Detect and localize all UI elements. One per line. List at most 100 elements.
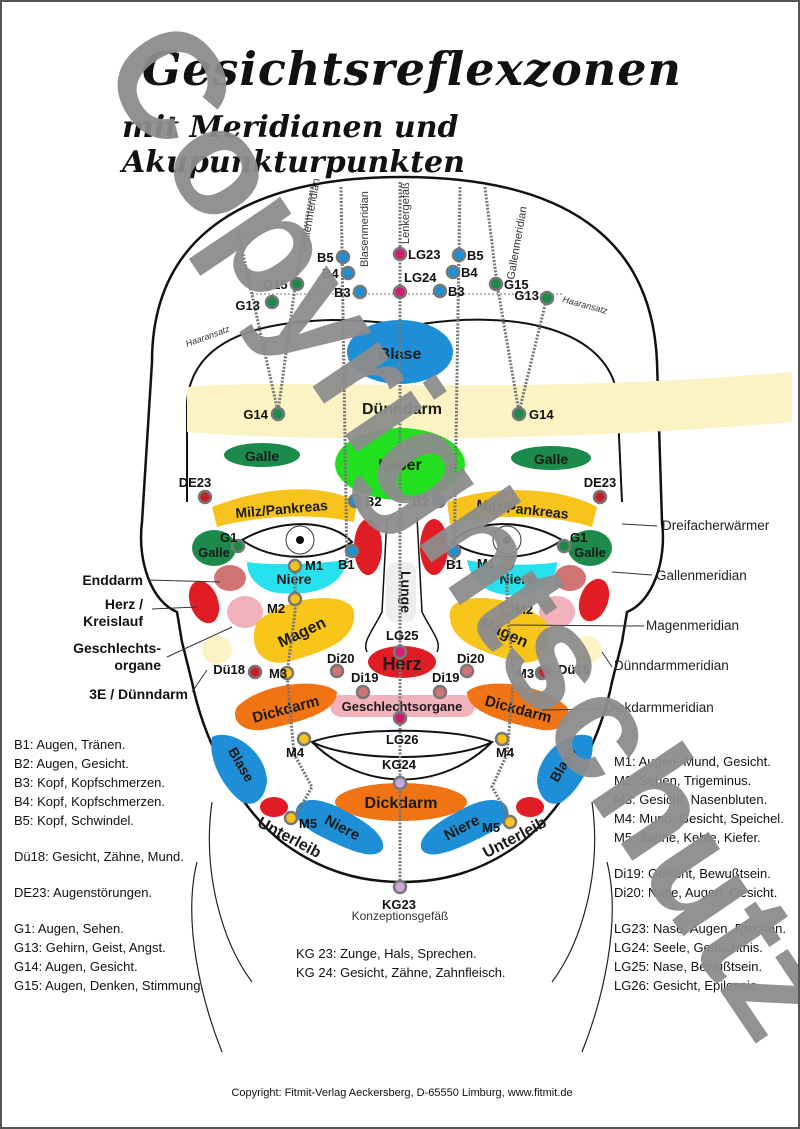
iris-left bbox=[285, 525, 315, 555]
acupoint-b2: B2 bbox=[412, 493, 447, 509]
acupoint-marker bbox=[392, 246, 408, 262]
legend-entry: LG25: Nase, Bewußtsein. bbox=[614, 959, 763, 974]
acupoint-marker bbox=[488, 276, 504, 292]
acupoint-label: LG23 bbox=[408, 247, 441, 262]
acupoint-label: Di19 bbox=[351, 670, 378, 685]
acupoint-b1: B1 bbox=[446, 543, 463, 572]
acupoint-label: B4 bbox=[461, 265, 478, 280]
acupoint-di20: Di20 bbox=[457, 651, 484, 679]
zone-label: Lunge bbox=[398, 571, 414, 613]
acupoint-g14: G14 bbox=[243, 406, 286, 422]
meridian-label: Blasenmeridian bbox=[359, 191, 371, 267]
leader-line bbox=[611, 571, 653, 576]
legend-entry: G13: Gehirn, Geist, Angst. bbox=[14, 940, 166, 955]
acupoint-marker bbox=[197, 489, 213, 505]
legend-left: B1: Augen, Tränen.B2: Augen, Gesicht.B3:… bbox=[14, 735, 204, 995]
acupoint-label: M2 bbox=[515, 602, 533, 617]
acupoint-label: M5 bbox=[299, 816, 317, 831]
acupoint-b3: B3 bbox=[432, 283, 465, 299]
acupoint-m1: M1 bbox=[287, 558, 323, 574]
acupoint-label: B4 bbox=[322, 266, 339, 281]
acupoint-marker bbox=[592, 489, 608, 505]
meridian-line bbox=[517, 296, 549, 413]
legend-spacer bbox=[14, 830, 204, 847]
zone-duenndarm-forehead bbox=[187, 372, 792, 439]
side-label-3e-duenndarm: 3E / Dünndarm bbox=[89, 686, 188, 702]
leader-line bbox=[147, 579, 221, 583]
acupoint-marker bbox=[347, 493, 363, 509]
legend-right: M1: Augen, Mund, Gesicht.M2: Sehen, Trig… bbox=[614, 752, 786, 995]
side-label-enddarm: Enddarm bbox=[82, 572, 143, 588]
acupoint-g13: G13 bbox=[514, 288, 555, 306]
legend-entry: B5: Kopf, Schwindel. bbox=[14, 813, 134, 828]
zone-milz-left bbox=[212, 489, 357, 527]
acupoint-label: G1 bbox=[220, 530, 237, 545]
acupoint-marker bbox=[344, 543, 360, 559]
zone-label: Galle bbox=[245, 448, 279, 464]
legend-entry: G1: Augen, Sehen. bbox=[14, 921, 124, 936]
acupoint-label: B2 bbox=[365, 494, 382, 509]
acupoint-marker bbox=[335, 249, 351, 265]
acupoint-m3: M3 bbox=[269, 665, 295, 681]
acupoint-g13: G13 bbox=[235, 294, 280, 313]
legend-entry: Di19: Gesicht, Bewußtsein. bbox=[614, 866, 771, 881]
acupoint-label: LG24 bbox=[404, 270, 437, 285]
acupoint-label: DE23 bbox=[584, 475, 617, 490]
acupoint-label: Di20 bbox=[327, 651, 354, 666]
acupoint-marker bbox=[329, 663, 345, 679]
side-label-gallenmeridian: Gallenmeridian bbox=[656, 568, 747, 583]
acupoint-label: B1 bbox=[446, 557, 463, 572]
acupoint-marker bbox=[279, 665, 295, 681]
zone-herz-nose-left bbox=[354, 519, 382, 575]
acupoint-marker bbox=[392, 710, 408, 726]
acupoint-b3: B3 bbox=[334, 284, 368, 300]
acupoint-label: B5 bbox=[467, 248, 484, 263]
acupoint-g1: G1 bbox=[556, 530, 587, 554]
zone-galle-g1-left bbox=[192, 530, 236, 566]
acupoint-marker bbox=[247, 664, 263, 680]
zone-label: Niere bbox=[499, 571, 534, 587]
zone-magen-right bbox=[449, 598, 551, 663]
meridian-label: Konzeptionsgefäß bbox=[352, 909, 449, 923]
acupoint-label: DE23 bbox=[179, 475, 212, 490]
acupoint-lg26: LG26 bbox=[386, 710, 419, 747]
legend-entry: Di20: Nase, Augen, Gesicht. bbox=[614, 885, 778, 900]
legend-entry: G15: Augen, Denken, Stimmung. bbox=[14, 978, 205, 993]
acupoint-label: Di19 bbox=[432, 670, 459, 685]
copyright-notice: Copyright: Fitmit-Verlag Aeckersberg, D-… bbox=[231, 1087, 573, 1099]
leader-line bbox=[621, 523, 658, 527]
acupoint-label: B1 bbox=[338, 557, 355, 572]
acupoint-lg24: LG24 bbox=[392, 270, 437, 300]
acupoint-b5: B5 bbox=[451, 247, 484, 263]
zone-unterleib-red-right bbox=[516, 797, 544, 817]
acupoint-g15: G15 bbox=[488, 276, 529, 292]
zone-label: Geschlechtsorgane bbox=[342, 699, 463, 714]
zone-geschlecht-cheek-left bbox=[227, 596, 263, 628]
acupoint-marker bbox=[392, 284, 408, 300]
acupoint-label: M1 bbox=[305, 558, 323, 573]
legend-entry: KG 24: Gesicht, Zähne, Zahnfleisch. bbox=[296, 965, 506, 980]
acupoint-marker bbox=[539, 290, 555, 306]
legend-entry: M3: Gesicht, Nasenbluten. bbox=[614, 792, 768, 807]
acupoint-label: KG24 bbox=[382, 757, 417, 772]
acupoint-label: Dü18 bbox=[213, 662, 245, 677]
leader-line bbox=[541, 708, 603, 711]
zone-galle-g1-right bbox=[568, 530, 612, 566]
acupoint-b4: B4 bbox=[445, 264, 478, 280]
acupoint-m2: M2 bbox=[499, 601, 533, 617]
acupoint-di20: Di20 bbox=[327, 651, 354, 679]
zone-niere-left bbox=[247, 560, 347, 594]
zone-label: Niere bbox=[276, 571, 311, 587]
legend-spacer bbox=[614, 847, 786, 864]
zone-label: Dickdarm bbox=[365, 795, 438, 812]
zone-label: Dünndarm bbox=[362, 401, 442, 418]
zone-label: Galle bbox=[198, 545, 230, 560]
iris-right bbox=[492, 525, 522, 555]
zone-blase-right bbox=[537, 734, 593, 804]
side-label-dickdarmmeridian: Dickdarmmeridian bbox=[605, 700, 714, 715]
poster-subtitle: mit Meridianen und Akupunkturpunkten bbox=[122, 110, 465, 180]
acupoint-m5: M5 bbox=[482, 814, 518, 835]
acupoint-label: Di20 bbox=[457, 651, 484, 666]
zone-dickdarm-right bbox=[467, 683, 570, 731]
